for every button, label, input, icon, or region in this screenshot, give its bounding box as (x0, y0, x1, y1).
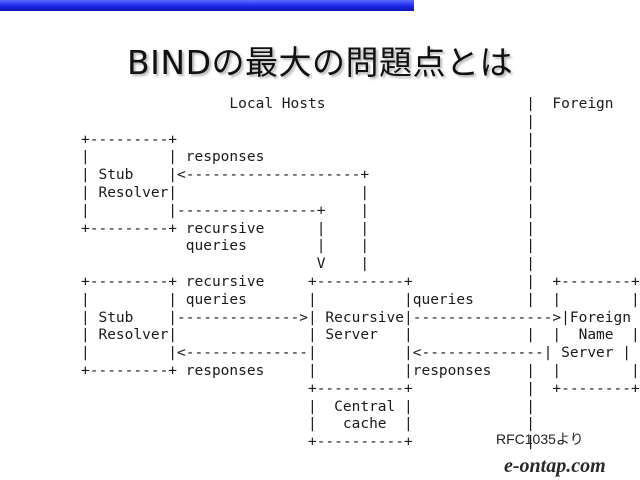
slide-title: BINDの最大の問題点とは (127, 43, 513, 82)
top-accent-bar (0, 0, 414, 11)
rfc-ascii-diagram: Local Hosts | Foreign | +---------+ | | … (81, 96, 640, 451)
source-note: RFC1035より (496, 431, 584, 447)
brand-logo: e-ontap.com (504, 455, 606, 477)
